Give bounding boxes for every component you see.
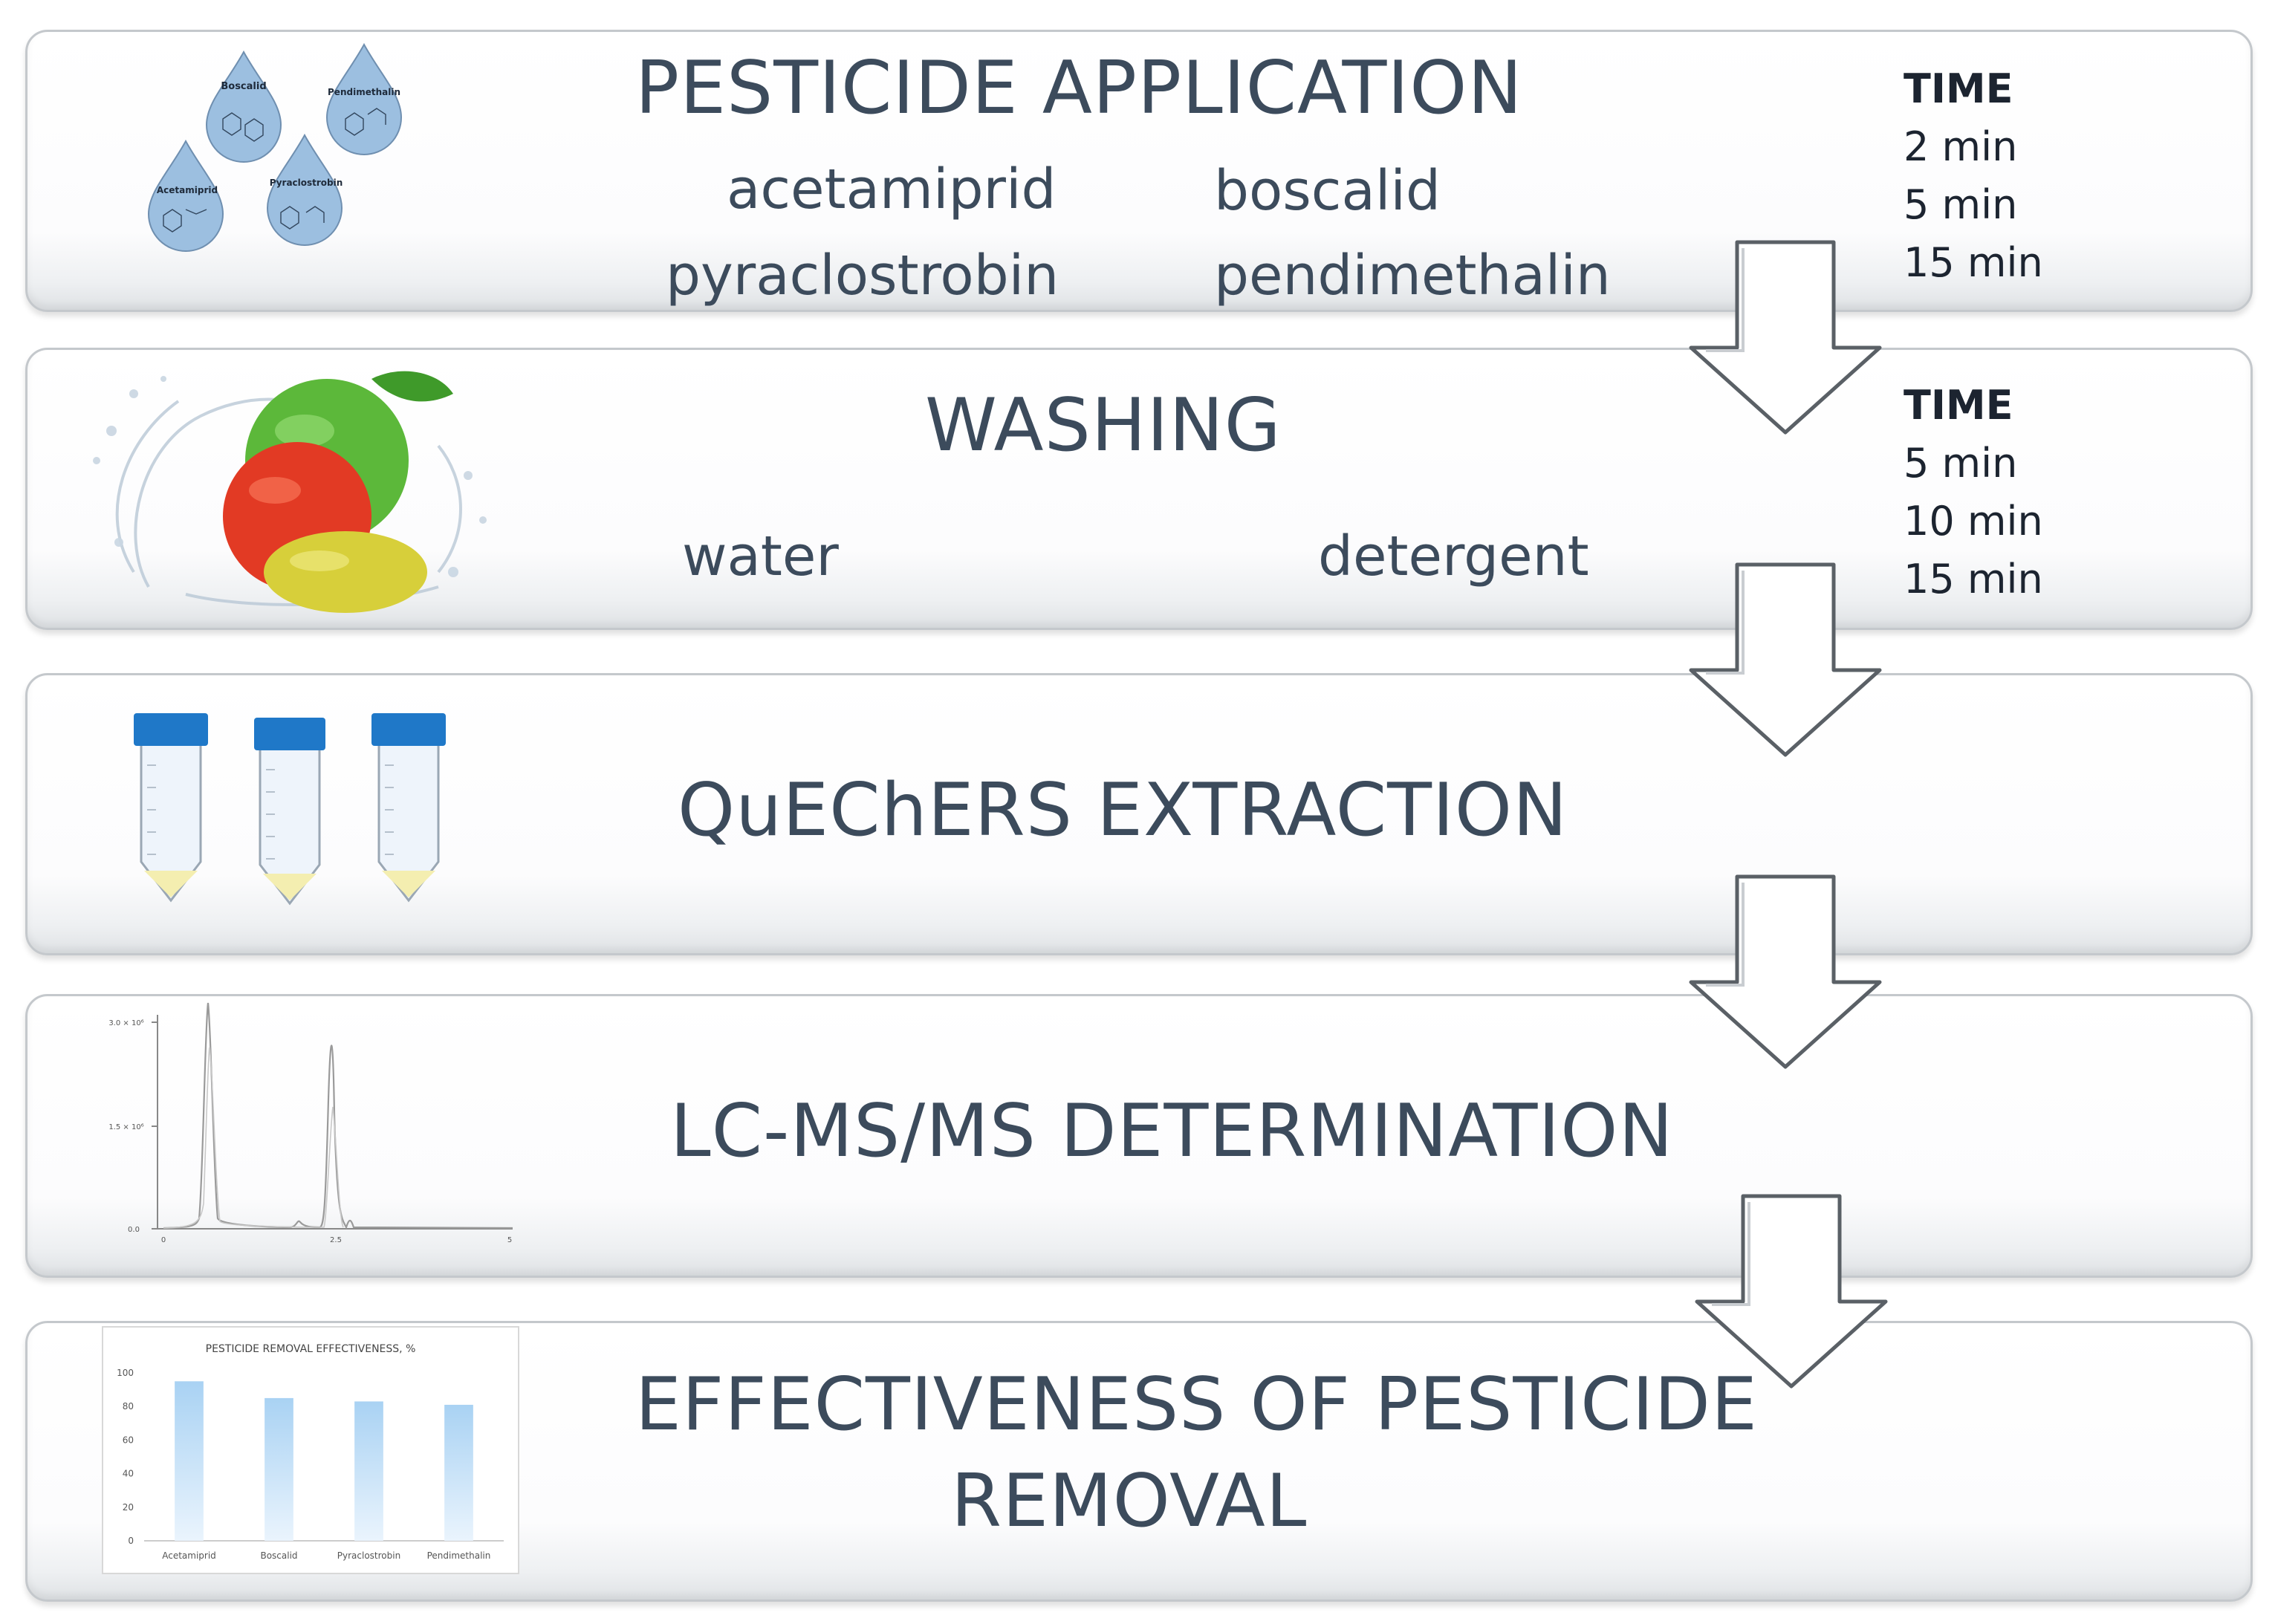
chart-bar [175, 1381, 204, 1541]
drop-label-pendimethalin: Pendimethalin [328, 87, 400, 97]
chart-y-tick-label: 20 [123, 1502, 134, 1513]
chart-y-tick-label: 60 [123, 1435, 134, 1445]
application-time-value: 5 min [1904, 181, 2018, 228]
washing-item-water: water [682, 524, 839, 588]
chart-bar [354, 1401, 383, 1541]
removal-effectiveness-chart: PESTICIDE REMOVAL EFFECTIVENESS, % 100 80… [102, 1326, 519, 1574]
water-drop-icon: Acetamiprid [147, 139, 224, 252]
step-title-effectiveness-line-1: EFFECTIVENESS OF PESTICIDE [635, 1362, 1758, 1447]
test-tube-icon [134, 713, 208, 903]
water-drop-icon: Pendimethalin [325, 42, 403, 155]
test-tube-icon [254, 718, 325, 906]
chart-y-tick-label: 80 [123, 1401, 134, 1412]
pesticide-item-pyraclostrobin: pyraclostrobin [666, 244, 1059, 308]
washing-time-value: 15 min [1904, 556, 2043, 602]
washing-item-detergent: detergent [1318, 524, 1589, 588]
application-time-value: 15 min [1904, 239, 2043, 286]
chromatogram-icon: 3.0 × 10⁶ 1.5 × 10⁶ 0.0 0 2.5 5 [108, 1002, 513, 1244]
application-time-value: 2 min [1904, 123, 2018, 170]
step-title-lcms: LC-MS/MS DETERMINATION [670, 1089, 1674, 1174]
chart-x-tick-label: Pendimethalin [427, 1550, 491, 1561]
test-tube-icon [371, 713, 446, 903]
washing-time-heading: TIME [1904, 382, 2013, 429]
down-arrow-icon [1689, 562, 1882, 757]
down-arrow-icon [1689, 874, 1882, 1069]
pesticide-drops-illustration: Boscalid Pendimethalin Acetamiprid Pyrac… [147, 42, 403, 252]
chart-y-tick-label: 100 [117, 1368, 134, 1378]
step-panel-pesticide-application [25, 30, 2253, 312]
water-drop-icon: Boscalid [205, 50, 282, 163]
chart-y-tick-label: 40 [123, 1469, 134, 1479]
chromatogram-x-tick: 2.5 [330, 1236, 342, 1244]
chromatogram-x-tick: 0 [161, 1236, 166, 1244]
chromatogram-y-tick: 3.0 × 10⁶ [108, 1019, 143, 1027]
drop-label-acetamiprid: Acetamiprid [157, 185, 218, 195]
drop-label-pyraclostrobin: Pyraclostrobin [270, 178, 343, 188]
step-title-effectiveness-line-2: REMOVAL [951, 1459, 1308, 1544]
yellow-pear [264, 531, 427, 613]
chart-x-tick-label: Boscalid [260, 1550, 297, 1561]
pesticide-item-boscalid: boscalid [1214, 159, 1441, 223]
step-title-washing: WASHING [925, 383, 1282, 468]
down-arrow-icon [1689, 240, 1882, 435]
down-arrow-icon [1695, 1194, 1888, 1388]
water-drop-icon: Pyraclostrobin [266, 133, 343, 246]
chart-y-tick-label: 0 [128, 1536, 134, 1546]
chart-title: PESTICIDE REMOVAL EFFECTIVENESS, % [206, 1343, 416, 1355]
washing-time-value: 10 min [1904, 498, 2043, 545]
chart-x-tick-label: Acetamiprid [162, 1550, 216, 1561]
chromatogram-x-tick: 5 [507, 1236, 512, 1244]
step-title-pesticide-application: PESTICIDE APPLICATION [635, 46, 1523, 131]
chromatogram-y-tick: 1.5 × 10⁶ [108, 1123, 143, 1131]
application-time-heading: TIME [1904, 65, 2013, 112]
pesticide-item-pendimethalin: pendimethalin [1214, 244, 1611, 308]
step-title-quechers: QuEChERS EXTRACTION [678, 768, 1568, 853]
pesticide-item-acetamiprid: acetamiprid [727, 157, 1057, 221]
chromatogram-y-tick: 0.0 [128, 1226, 140, 1234]
chart-x-tick-label: Pyraclostrobin [337, 1550, 400, 1561]
test-tubes-illustration [134, 713, 446, 906]
chart-bar [265, 1397, 293, 1541]
apple-splash-icon [93, 371, 487, 613]
step-panel-lcms [25, 994, 2253, 1278]
washing-time-value: 5 min [1904, 440, 2018, 487]
drop-label-boscalid: Boscalid [221, 81, 266, 92]
chart-bar [444, 1404, 473, 1541]
